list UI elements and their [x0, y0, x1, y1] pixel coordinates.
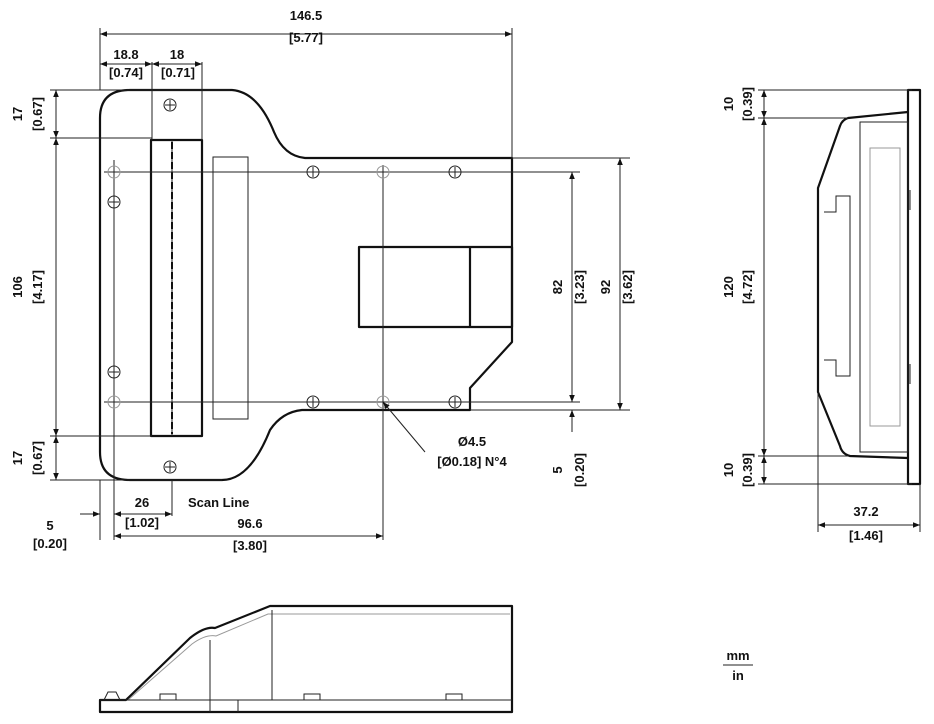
top-view: 146.5 [5.77] 18.8 [0.74] 18 [0.71] 17 [0…	[10, 8, 635, 553]
side-view-outline	[906, 88, 922, 486]
dim-overall-width-mm: 146.5	[290, 8, 323, 23]
dim-scan-offset-in: [1.02]	[125, 515, 159, 530]
dim-top-offset-in: [0.67]	[30, 97, 45, 131]
dim-flange-width-in: [0.74]	[109, 65, 143, 80]
units-legend: mm in	[723, 648, 753, 683]
dim-side-bottom-flange-in: [0.39]	[740, 453, 755, 487]
dim-edge-offset-left-mm: 5	[46, 518, 53, 533]
dim-hole-diameter-mm: Ø4.5	[458, 434, 486, 449]
dim-hole-span-mm: 96.6	[237, 516, 262, 531]
dim-body-height-mm: 92	[598, 280, 613, 294]
connector-block	[357, 245, 514, 329]
dim-middle-height-mm: 106	[10, 276, 25, 298]
dim-side-height-mm: 120	[721, 276, 736, 298]
dim-side-height-in: [4.72]	[740, 270, 755, 304]
dim-scan-offset-mm: 26	[135, 495, 149, 510]
dim-edge-offset-right-in: [0.20]	[572, 453, 587, 487]
units-legend-mm: mm	[726, 648, 749, 663]
dim-side-top-flange-in: [0.39]	[740, 87, 755, 121]
dim-body-height-in: [3.62]	[620, 270, 635, 304]
dim-side-depth-mm: 37.2	[853, 504, 878, 519]
dim-bottom-offset-mm: 17	[10, 451, 25, 465]
dim-side-top-flange-mm: 10	[721, 97, 736, 111]
dim-middle-height-in: [4.17]	[30, 270, 45, 304]
dim-edge-offset-right-mm: 5	[550, 466, 565, 473]
dim-window-width-mm: 18	[170, 47, 184, 62]
dim-side-bottom-flange-mm: 10	[721, 463, 736, 477]
dim-side-depth-in: [1.46]	[849, 528, 883, 543]
units-legend-in: in	[732, 668, 744, 683]
front-view	[98, 604, 514, 714]
top-view-outline	[98, 88, 514, 482]
dim-hole-spacing-in: [3.23]	[572, 270, 587, 304]
front-view-outline	[98, 604, 514, 714]
dim-bottom-offset-in: [0.67]	[30, 441, 45, 475]
dim-overall-width-in: [5.77]	[289, 30, 323, 45]
dim-top-offset-mm: 17	[10, 107, 25, 121]
dim-hole-span-in: [3.80]	[233, 538, 267, 553]
window-slot	[212, 156, 249, 420]
scan-line-label: Scan Line	[188, 495, 249, 510]
dim-hole-diameter-in: [Ø0.18] N°4	[437, 454, 507, 469]
dim-window-width-in: [0.71]	[161, 65, 195, 80]
dim-edge-offset-left-in: [0.20]	[33, 536, 67, 551]
dim-hole-spacing-mm: 82	[550, 280, 565, 294]
dim-flange-width-mm: 18.8	[113, 47, 138, 62]
side-view: 10 [0.39] 120 [4.72] 10 [0.39] 37.2 [1.4…	[721, 87, 922, 543]
scan-window	[149, 138, 204, 438]
